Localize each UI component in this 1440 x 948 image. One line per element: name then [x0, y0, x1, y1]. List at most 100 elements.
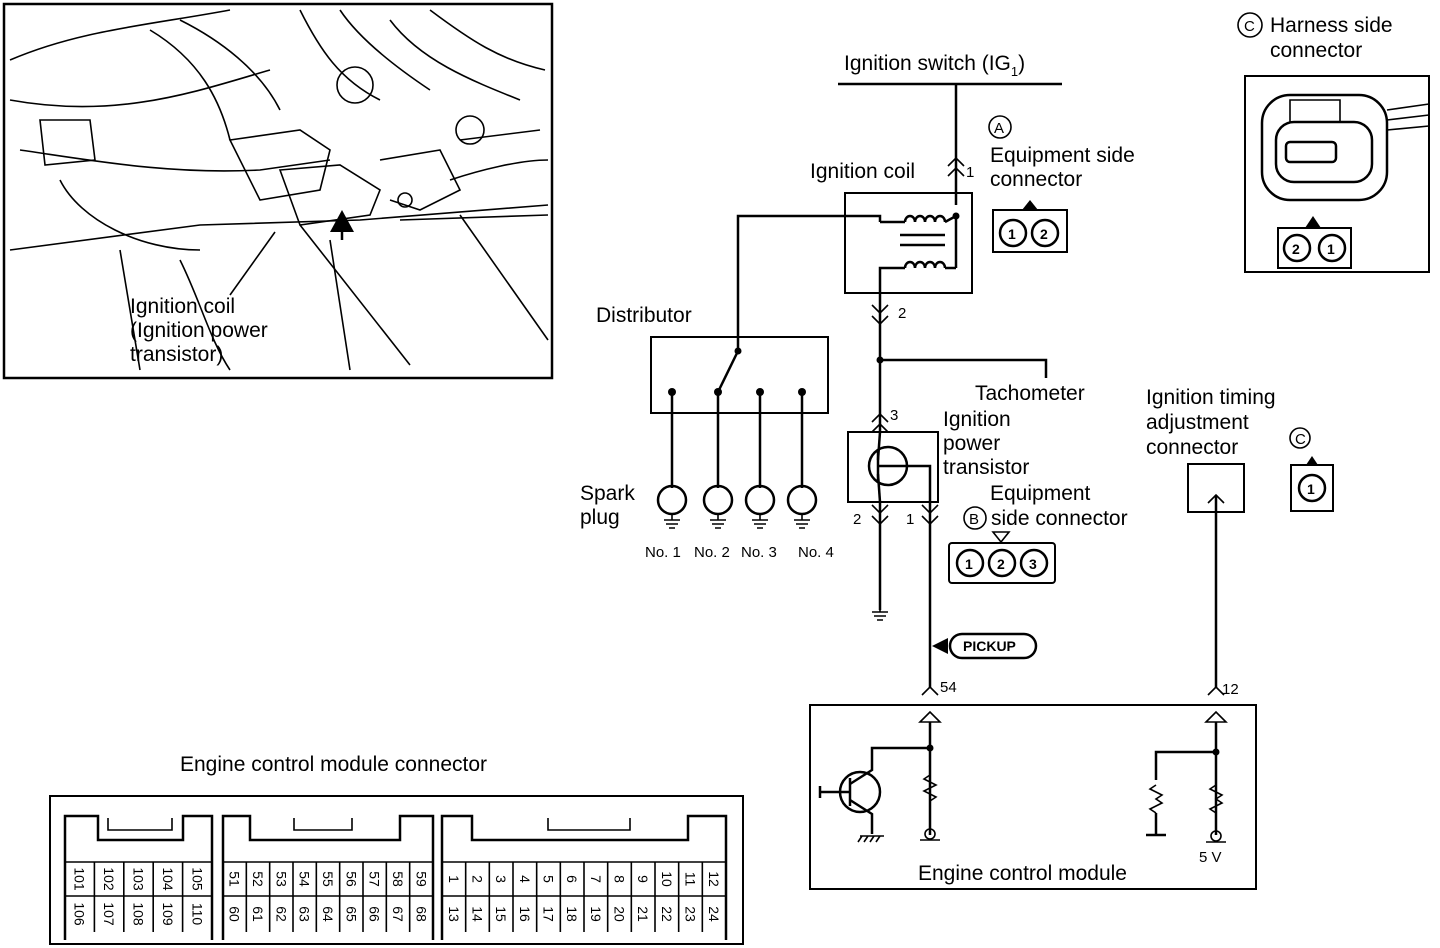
tachometer-label: Tachometer — [975, 382, 1085, 405]
transistor-label-line1: Ignition — [943, 408, 1011, 431]
connector-pin-5: 5 — [541, 875, 557, 883]
connector-pin-109: 109 — [160, 902, 176, 926]
ecm-connector: Engine control module connector 101 10 2 10… — [49, 753, 744, 945]
connector-pin-13: 13 — [446, 906, 462, 922]
spark-plug-4 — [786, 484, 818, 529]
connector-pin-4: 4 — [517, 875, 533, 883]
connector-pin-51: 51 — [227, 871, 243, 887]
connector-pin-52: 52 — [250, 871, 266, 887]
connector-pin-12: 12 — [706, 871, 722, 887]
connector-pin-23: 23 — [683, 906, 699, 922]
spark-plug-1 — [656, 484, 688, 529]
spark-plug-no3: No. 3 — [741, 544, 777, 561]
spark-plugs: Spark plug No. 1 No. 2 No. 3 No. 4 — [580, 482, 834, 561]
svg-text:2: 2 — [997, 556, 1005, 572]
photo-label-line2: (Ignition power — [130, 319, 268, 342]
connector-pin-105: 105 — [189, 867, 205, 891]
photo-label-line3: transistor) — [130, 343, 223, 366]
connector-b-label-line2: side connector — [991, 507, 1128, 530]
svg-text:1: 1 — [1008, 226, 1016, 242]
connector-b: Equipment B side connector 1 2 3 — [948, 482, 1128, 584]
svg-text:1: 1 — [966, 164, 974, 181]
connector-pin-14: 14 — [470, 906, 486, 922]
connector-b-label-line1: Equipment — [990, 482, 1091, 505]
spark-plug-label-line1: Spark — [580, 482, 635, 505]
connector-pin-64: 64 — [320, 906, 336, 922]
connector-pin-55: 55 — [320, 871, 336, 887]
connector-pin-24: 24 — [706, 906, 722, 922]
connector-pin-63: 63 — [297, 906, 313, 922]
svg-text:3: 3 — [1029, 556, 1037, 572]
spark-plug-2 — [702, 484, 734, 529]
connector-pin-67: 67 — [390, 906, 406, 922]
connector-pin-10: 10 — [659, 871, 675, 887]
svg-text:C: C — [1244, 18, 1255, 35]
svg-text:3: 3 — [890, 407, 898, 424]
connector-pin-65: 65 — [343, 906, 359, 922]
connector-a-label-line1: Equipment side — [990, 144, 1135, 167]
connector-a-label-line2: connector — [990, 168, 1082, 191]
connector-pin-8: 8 — [612, 875, 628, 883]
connector-c-label-line2: connector — [1270, 39, 1362, 62]
ground-icon — [872, 606, 888, 621]
svg-text:1: 1 — [906, 511, 914, 528]
ignition-power-transistor: 3 Ignition power transistor 2 1 — [847, 360, 1029, 688]
connector-pin-57: 57 — [367, 871, 383, 887]
timing-label-line3: connector — [1146, 436, 1238, 459]
connector-pin-58: 58 — [390, 871, 406, 887]
connector-pin-3: 3 — [493, 875, 509, 883]
connector-pin-21: 21 — [635, 906, 651, 922]
timing-label-line1: Ignition timing — [1146, 386, 1276, 409]
connector-pin-101: 101 — [72, 867, 88, 891]
ecm-connector-title: Engine control module connector — [180, 753, 487, 776]
svg-text:2: 2 — [853, 511, 861, 528]
photo-label-line1: Ignition coil — [130, 295, 235, 318]
ecm-supply-5v: 5 V — [1199, 849, 1222, 866]
timing-label-line2: adjustment — [1146, 411, 1249, 434]
svg-text:2: 2 — [1292, 241, 1300, 257]
connector-pin-9: 9 — [635, 875, 651, 883]
distributor-label: Distributor — [596, 304, 692, 327]
connector-c-harness: C Harness side connector 2 1 — [1237, 12, 1430, 273]
svg-text:B: B — [969, 511, 979, 528]
pickup-tag: PICKUP — [932, 632, 1038, 660]
spark-plug-no4: No. 4 — [798, 544, 834, 561]
engine-control-module: 54 12 5 V Engine control module — [809, 679, 1257, 890]
timing-connector: Ignition timing adjustment connector C 1 — [1146, 386, 1334, 688]
connector-pin-17: 17 — [541, 906, 557, 922]
connector-pin-59: 59 — [413, 871, 429, 887]
ecm-label: Engine control module — [918, 862, 1127, 885]
transistor-label-line2: power — [943, 432, 1000, 455]
connector-pin-106: 106 — [72, 902, 88, 926]
svg-text:1: 1 — [1307, 481, 1315, 497]
ignition-coil-label: Ignition coil — [810, 160, 915, 183]
connector-pin-18: 18 — [564, 906, 580, 922]
connector-pin-56: 56 — [343, 871, 359, 887]
connector-a: A Equipment side connector 1 2 — [988, 115, 1135, 253]
connector-pin-6: 6 — [564, 875, 580, 883]
spark-plug-3 — [744, 484, 776, 529]
connector-c-label-line1: Harness side — [1270, 14, 1393, 37]
distributor: Distributor — [596, 304, 829, 488]
svg-text:PICKUP: PICKUP — [963, 638, 1016, 654]
arrow-icon — [330, 210, 354, 232]
connector-pin-53: 53 — [273, 871, 289, 887]
spark-plug-label-line2: plug — [580, 506, 620, 529]
tachometer-line: Tachometer — [876, 356, 1085, 405]
connector-pin-108: 108 — [131, 902, 147, 926]
svg-text:2: 2 — [1040, 226, 1048, 242]
connector-pin-20: 20 — [612, 906, 628, 922]
connector-pin-66: 66 — [367, 906, 383, 922]
ignition-coil: Ignition coil 2 — [736, 160, 973, 360]
connector-pin-104: 104 — [160, 867, 176, 891]
connector-pin-2: 2 — [470, 875, 486, 883]
connector-pin-15: 15 — [493, 906, 509, 922]
connector-pin-103: 103 — [131, 867, 147, 891]
photo-inset: Ignition coil (Ignition power transistor… — [2, 2, 554, 380]
connector-pin-62: 62 — [273, 906, 289, 922]
svg-text:C: C — [1295, 431, 1306, 448]
svg-text:2: 2 — [898, 305, 906, 322]
connector-pin-61: 61 — [250, 906, 266, 922]
